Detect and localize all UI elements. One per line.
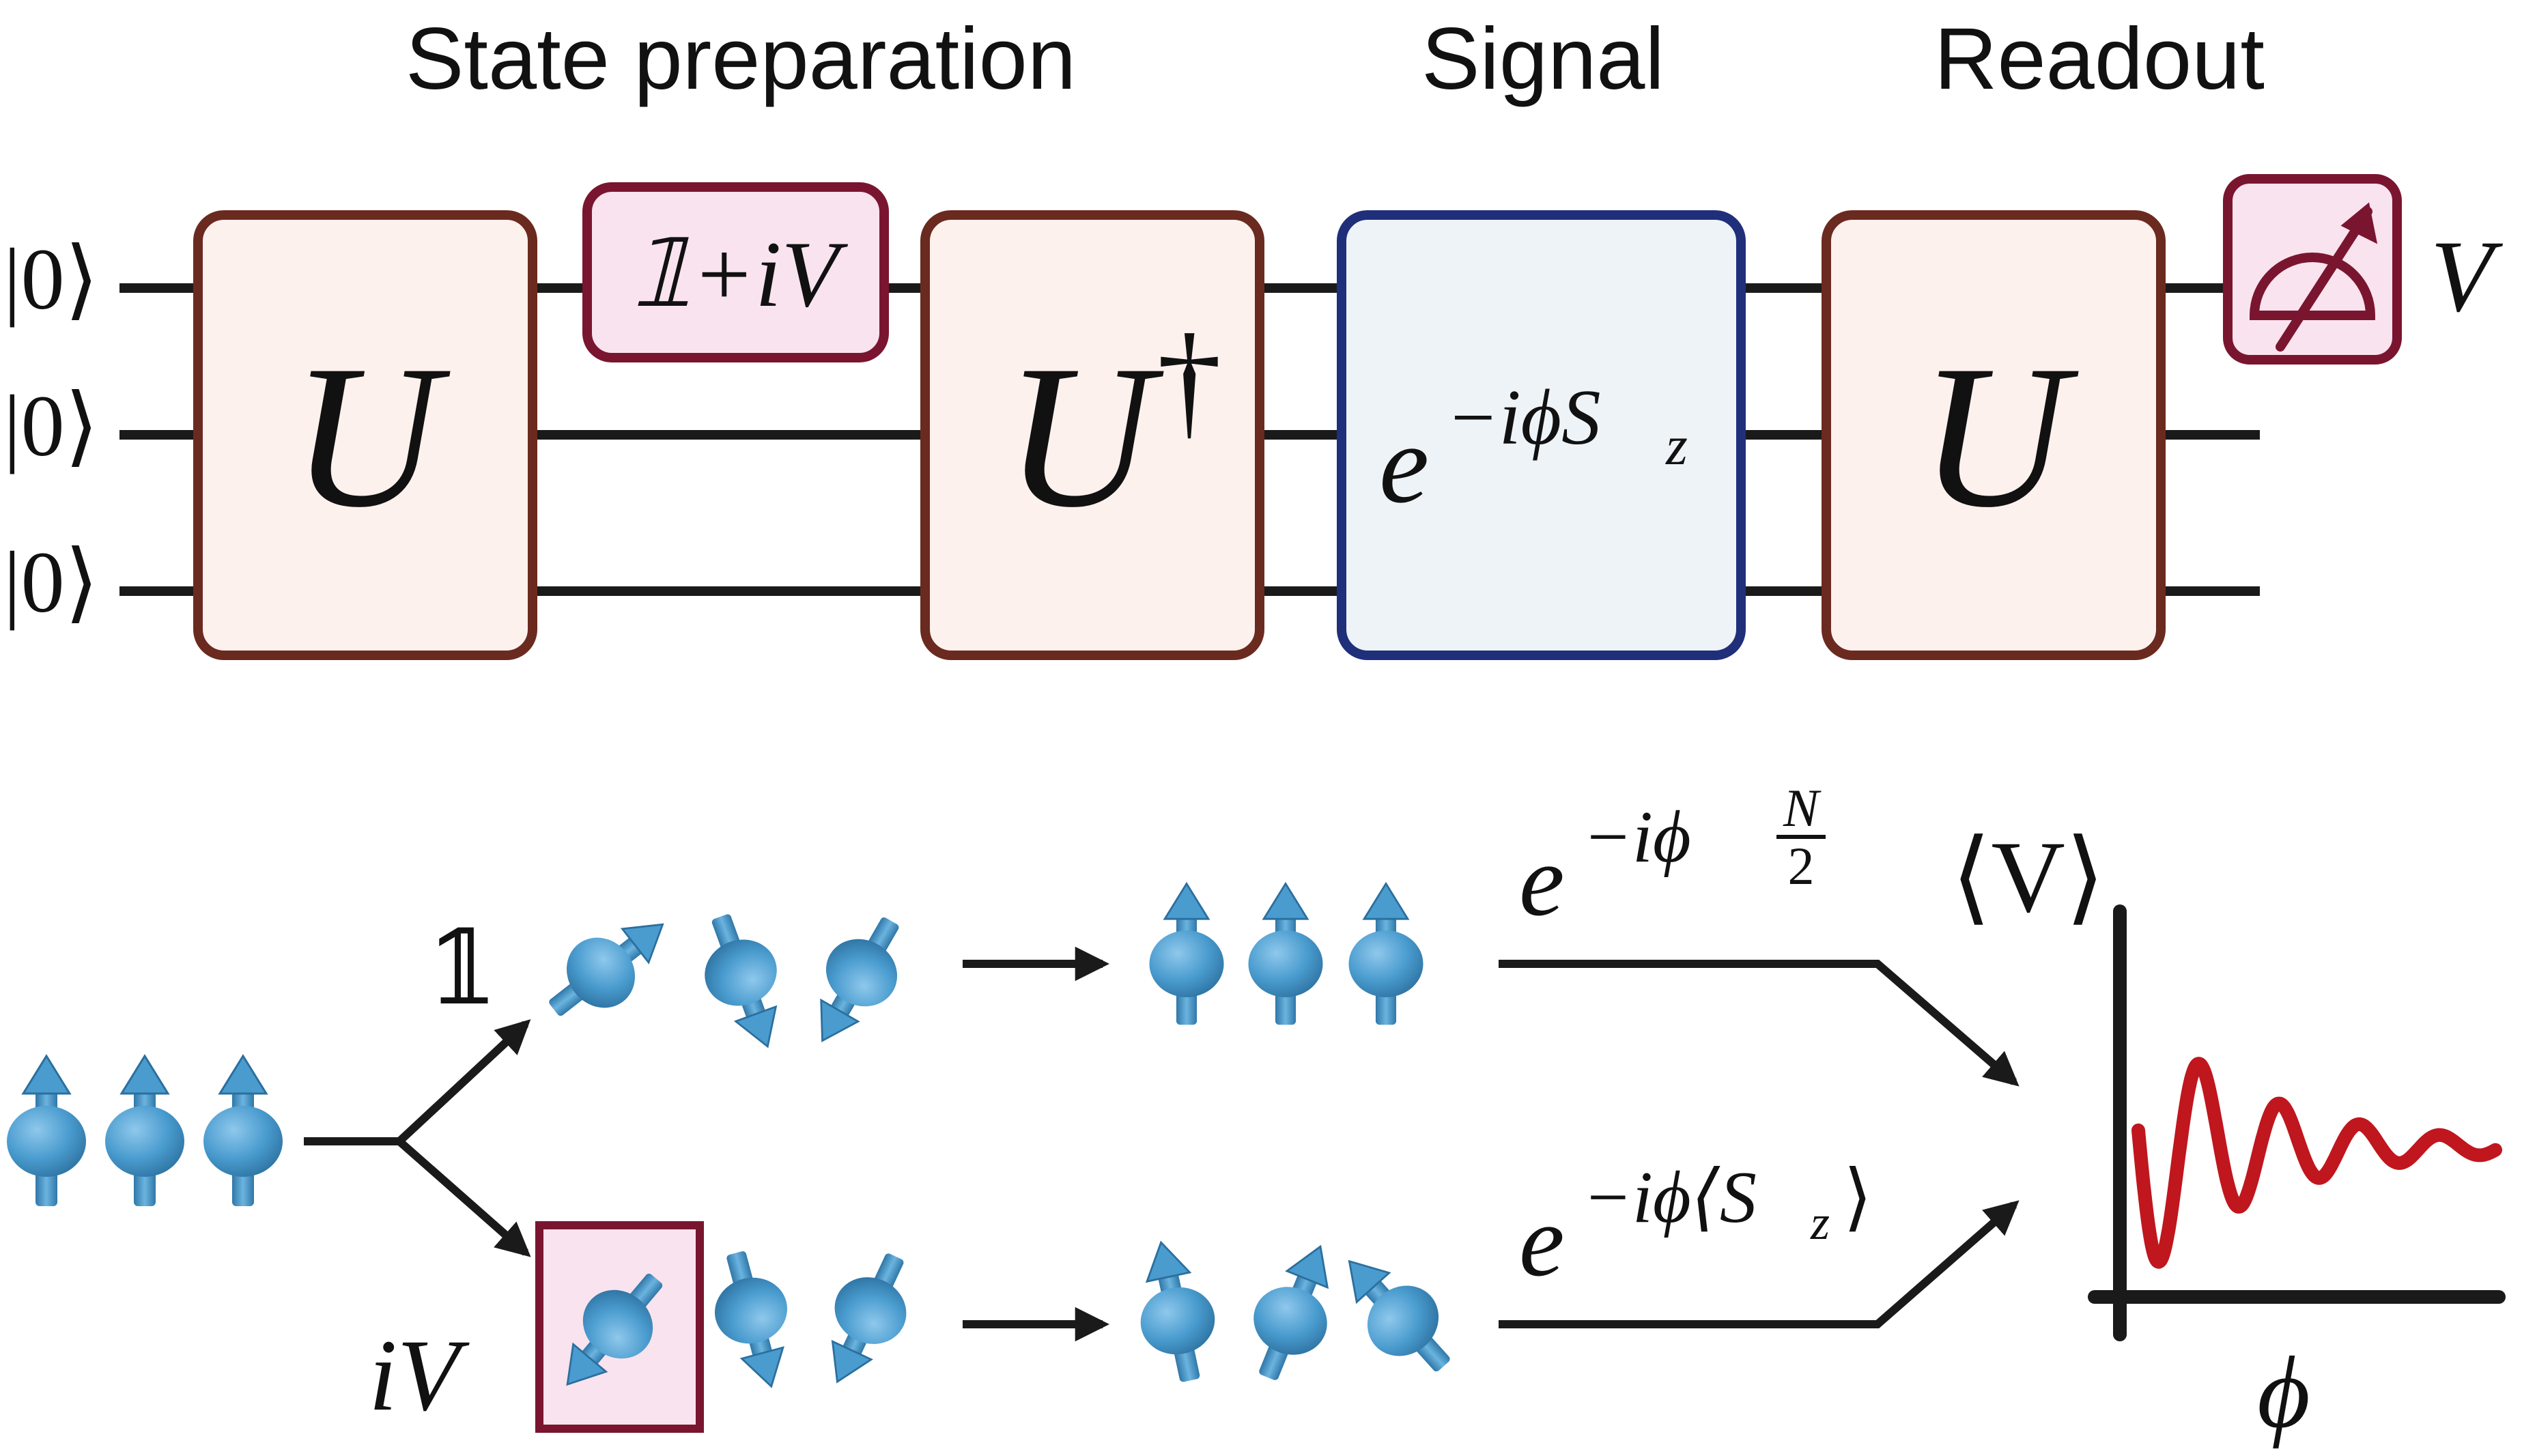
section-title-readout: Readout (1934, 10, 2265, 108)
measurement-label: V (2431, 220, 2504, 333)
measurement-meter (2223, 174, 2402, 365)
short-arrows (963, 946, 1110, 1342)
gate-perturbation: 𝟙+iV (582, 182, 889, 362)
gate-u-readout-label: U (1920, 323, 2080, 549)
spin-group-initial (5, 1055, 284, 1208)
spin-lower-scrambled-2 (699, 1242, 808, 1397)
signal-gate-subscript: z (1665, 414, 1688, 476)
upper-phase-exponent: −iϕ (1583, 797, 1691, 878)
branch-iv-label: iV (369, 1319, 470, 1432)
spin-lower-tilted-3 (1320, 1235, 1473, 1393)
plot-y-label: ⟨V⟩ (1951, 820, 2105, 934)
section-title-signal: Signal (1421, 10, 1664, 108)
gate-u-dagger-label: U (1005, 323, 1165, 549)
upper-phase-numerator: N (1783, 778, 1822, 838)
spin-initial-1 (5, 1055, 87, 1208)
oscillation-plot (2088, 904, 2506, 1341)
lower-phase-base: e (1519, 1184, 1565, 1298)
gate-u-prep: U (193, 210, 537, 660)
lower-phase-close-bracket: ⟩ (1843, 1157, 1872, 1238)
spin-group-upper-aligned (1148, 883, 1424, 1026)
spin-lower-tilted-2 (1232, 1231, 1356, 1393)
spin-upper-aligned-2 (1247, 883, 1324, 1026)
gate-perturbation-label: 𝟙+iV (632, 222, 848, 326)
dagger-symbol: † (1157, 309, 1222, 452)
ket-zero-3: |0⟩ (3, 534, 99, 631)
spin-upper-scrambled-1 (530, 894, 686, 1040)
arrow-upper-long (1499, 960, 2020, 1087)
spin-upper-scrambled-2 (685, 903, 803, 1060)
spin-initial-2 (104, 1055, 186, 1208)
plot-x-label: ϕ (2257, 1336, 2310, 1449)
signal-gate-base: e (1379, 401, 1429, 526)
long-arrows (1499, 960, 2020, 1328)
spin-lower-tilted-1 (1123, 1233, 1228, 1390)
gate-u-dagger: U † (920, 210, 1264, 660)
upper-phase-denominator: 2 (1788, 836, 1815, 896)
gate-signal: e −iϕS z (1337, 210, 1746, 660)
ket-zero-2: |0⟩ (3, 377, 99, 474)
gate-u-readout: U (1822, 210, 2166, 660)
spin-upper-aligned-3 (1348, 883, 1424, 1026)
lower-phase-subscript: z (1810, 1195, 1830, 1250)
spin-group-lower-tilted (1123, 1231, 1473, 1393)
arrow-lower-long (1499, 1200, 2020, 1328)
branch-identity-label: 𝟙 (427, 913, 498, 1026)
lower-phase-exponent: −iϕ⟨S (1583, 1157, 1757, 1238)
lower-phase-label: e −iϕ⟨S z ⟩ (1519, 1157, 1872, 1298)
spin-group-upper-scrambled (530, 894, 924, 1060)
meter-icon (2249, 202, 2378, 352)
signal-gate-exponent: −iϕS (1446, 374, 1601, 461)
section-title-state-preparation: State preparation (406, 10, 1076, 108)
upper-phase-base: e (1519, 824, 1565, 937)
ket-zero-1: |0⟩ (3, 231, 99, 328)
spin-upper-scrambled-3 (789, 902, 924, 1060)
spin-upper-aligned-1 (1148, 883, 1225, 1026)
spin-initial-3 (202, 1055, 284, 1208)
upper-phase-label: e −iϕ N 2 (1519, 778, 1826, 937)
plot-damped-oscillation-curve (2131, 1057, 2502, 1269)
gate-u-prep-label: U (292, 323, 451, 549)
spin-lower-scrambled-3 (803, 1240, 930, 1399)
branch-splitter (304, 1019, 531, 1257)
